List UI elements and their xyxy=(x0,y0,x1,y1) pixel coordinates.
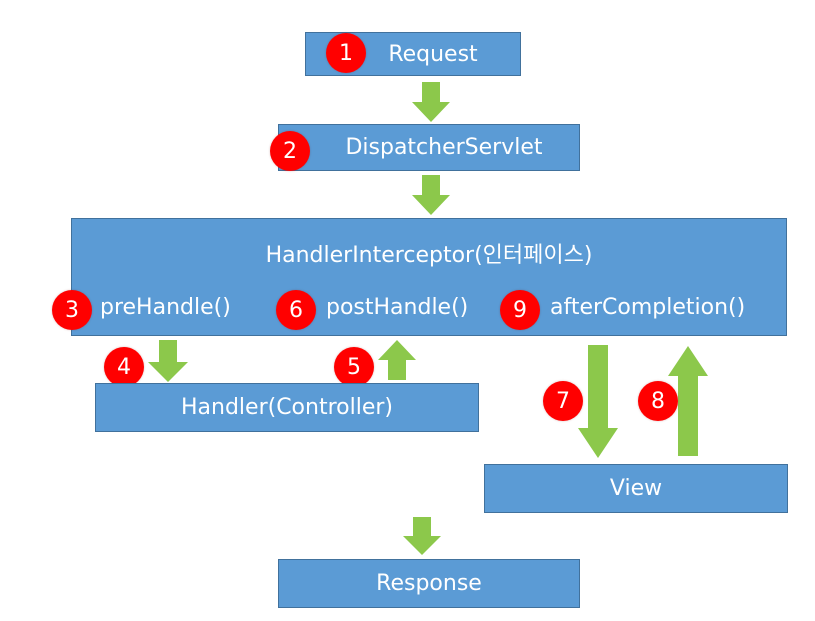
arrow-prehandle-to-handler xyxy=(148,340,188,382)
request-label: Request xyxy=(388,41,478,67)
dispatcher-servlet-label: DispatcherServlet xyxy=(345,135,543,160)
step-badge-3: 3 xyxy=(52,290,92,330)
step-badge-5: 5 xyxy=(334,347,374,387)
arrow-interceptor-to-view xyxy=(578,345,618,458)
pre-handle-label: preHandle() xyxy=(100,295,231,320)
post-handle-label: postHandle() xyxy=(326,295,469,320)
arrow-view-to-aftercompletion xyxy=(668,346,708,456)
handler-controller-box: Handler(Controller) xyxy=(95,383,479,432)
view-label: View xyxy=(609,476,663,501)
step-badge-1: 1 xyxy=(326,33,366,73)
arrow-to-response xyxy=(403,517,441,555)
arrow-handler-to-posthandle xyxy=(378,340,416,380)
step-badge-6: 6 xyxy=(276,290,316,330)
handler-controller-label: Handler(Controller) xyxy=(180,395,393,420)
response-box: Response xyxy=(278,559,580,608)
step-badge-7: 7 xyxy=(543,381,583,421)
response-label: Response xyxy=(376,571,482,596)
arrow-request-to-dispatcher xyxy=(412,82,450,122)
handler-interceptor-box: HandlerInterceptor(인터페이스) xyxy=(71,218,787,336)
step-badge-8: 8 xyxy=(638,381,678,421)
view-box: View xyxy=(484,464,788,513)
dispatcher-servlet-box: DispatcherServlet xyxy=(278,124,580,171)
handler-interceptor-label: HandlerInterceptor(인터페이스) xyxy=(265,243,593,268)
arrow-dispatcher-to-interceptor xyxy=(412,175,450,215)
step-badge-4: 4 xyxy=(104,347,144,387)
step-badge-9: 9 xyxy=(500,290,540,330)
step-badge-2: 2 xyxy=(270,131,310,171)
after-completion-label: afterCompletion() xyxy=(550,295,746,320)
